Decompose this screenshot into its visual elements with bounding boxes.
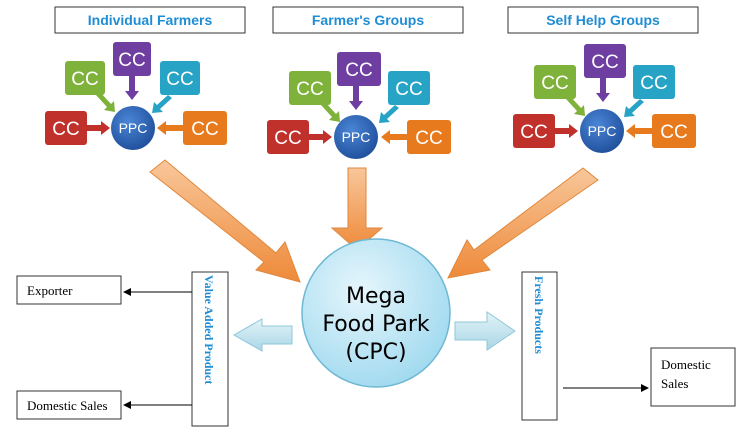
collector-box xyxy=(633,65,675,99)
group-header-title: Individual Farmers xyxy=(88,12,213,28)
group-header-box xyxy=(54,6,246,34)
ppc-label: PPC xyxy=(119,120,148,136)
collector-label: CC xyxy=(520,122,547,143)
connector-arrow xyxy=(152,95,172,113)
fresh-products-box xyxy=(521,271,558,421)
flow-arrow-middle xyxy=(330,167,384,251)
collector-label: CC xyxy=(415,128,442,149)
group-individual-farmers: Individual Farmers CC CC CC CC CC PPC xyxy=(45,6,246,150)
value-added-product-label: Value Added Product xyxy=(202,275,216,384)
collector-label: CC xyxy=(191,119,218,140)
center-title-line2: Food Park xyxy=(322,312,430,337)
collector-box xyxy=(183,111,227,145)
mega-food-park-circle xyxy=(301,238,451,388)
fresh-products-label: Fresh Products xyxy=(532,276,546,354)
collector-label: CC xyxy=(541,73,568,94)
ppc-label: PPC xyxy=(342,129,371,145)
collector-label: CC xyxy=(71,69,98,90)
collector-box xyxy=(513,114,555,148)
collector-box xyxy=(407,120,451,154)
connector-arrow xyxy=(96,92,115,112)
collector-label: CC xyxy=(640,73,667,94)
center-title-line1: Mega xyxy=(346,284,406,309)
collector-box xyxy=(584,44,626,78)
collector-box xyxy=(534,65,576,99)
domestic-sales-box-left xyxy=(16,390,122,420)
connector-arrow xyxy=(309,130,332,144)
exporter-box xyxy=(16,275,122,305)
collector-box xyxy=(160,61,200,95)
center-title-line3: (CPC) xyxy=(345,340,406,365)
value-added-product-box xyxy=(191,271,229,427)
value-added-block-arrow xyxy=(232,318,293,352)
collector-label: CC xyxy=(166,69,193,90)
collector-label: CC xyxy=(591,52,618,73)
collector-box xyxy=(267,120,309,154)
group-header-box xyxy=(272,6,464,34)
ppc-label: PPC xyxy=(588,123,617,139)
collector-box xyxy=(652,114,696,148)
connector-arrow xyxy=(626,124,652,138)
collector-label: CC xyxy=(345,60,372,81)
collector-box xyxy=(113,42,151,76)
group-farmers-groups: Farmer's Groups CC CC CC CC CC PPC xyxy=(267,6,464,159)
connector-arrow xyxy=(379,105,399,123)
group-header-box xyxy=(507,6,699,34)
flow-arrow-right xyxy=(447,167,599,279)
ppc-hub xyxy=(111,106,155,150)
collector-box xyxy=(388,71,430,105)
collector-label: CC xyxy=(274,128,301,149)
connector-arrow xyxy=(87,121,110,135)
fresh-products-block-arrow xyxy=(454,311,516,351)
collector-label: CC xyxy=(52,119,79,140)
connector-arrow xyxy=(349,86,363,110)
connector-arrow xyxy=(157,121,183,135)
collector-label: CC xyxy=(118,50,145,71)
connector-arrow xyxy=(125,76,139,100)
connector-arrow xyxy=(596,78,610,102)
connector-arrow xyxy=(566,96,585,116)
connector-arrow xyxy=(381,130,407,144)
flow-arrow-left xyxy=(149,159,301,283)
group-header-title: Self Help Groups xyxy=(546,12,660,28)
group-header-title: Farmer's Groups xyxy=(312,12,424,28)
ppc-hub xyxy=(580,109,624,153)
collector-label: CC xyxy=(296,79,323,100)
collector-label: CC xyxy=(395,79,422,100)
domestic-sales-label-left: Domestic Sales xyxy=(27,398,108,413)
ppc-hub xyxy=(334,115,378,159)
collector-box xyxy=(337,52,381,86)
domestic-sales-label-right-line2: Sales xyxy=(661,376,688,391)
collector-box xyxy=(65,61,105,95)
collector-label: CC xyxy=(660,122,687,143)
connector-arrow xyxy=(321,102,340,122)
collector-box xyxy=(289,71,331,105)
domestic-sales-label-right-line1: Domestic xyxy=(661,357,711,372)
collector-box xyxy=(45,111,87,145)
connector-arrow xyxy=(555,124,578,138)
group-self-help-groups: Self Help Groups CC CC CC CC CC PPC xyxy=(507,6,699,153)
domestic-sales-box-right xyxy=(650,347,736,407)
connector-arrow xyxy=(624,99,644,117)
exporter-label: Exporter xyxy=(27,283,73,298)
